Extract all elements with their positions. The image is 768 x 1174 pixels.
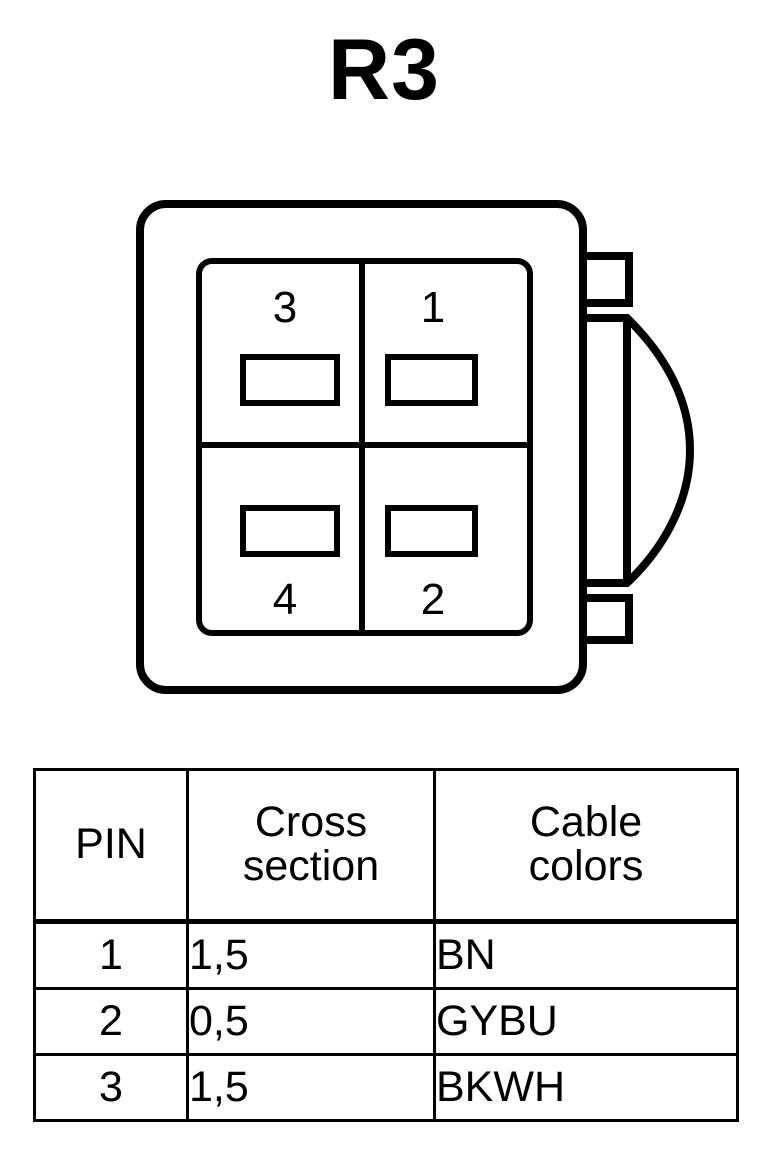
cell-pin: 3: [33, 1053, 189, 1122]
cell-cable-colors: GYBU: [433, 987, 739, 1056]
cell-cable-colors: BN: [433, 920, 739, 990]
header-pin: PIN: [33, 768, 189, 924]
pin-label-3: 3: [273, 283, 297, 332]
connector-drawing-svg: 3 1 4 2: [136, 200, 695, 694]
page-title: R3: [328, 22, 440, 118]
cavity-slot-4: [240, 505, 340, 557]
cavity-slot-2: [385, 505, 478, 557]
pin-assignment-table: PIN Cross section Cable colors 1 1,5 BN …: [33, 768, 739, 1122]
cell-cross-section: 1,5: [186, 920, 436, 990]
lower-tab: [579, 594, 633, 644]
pin-label-2: 2: [421, 575, 445, 624]
connector-diagram: 3 1 4 2: [0, 180, 768, 720]
table-row: 3 1,5 BKWH: [33, 1053, 739, 1122]
upper-tab: [579, 252, 633, 307]
cell-cable-colors: BKWH: [433, 1053, 739, 1122]
pin-label-4: 4: [273, 575, 297, 624]
table-row: 1 1,5 BN: [33, 920, 739, 990]
cell-pin: 2: [33, 987, 189, 1056]
header-cable-colors: Cable colors: [433, 768, 739, 924]
table-header-row: PIN Cross section Cable colors: [33, 768, 739, 924]
cell-cross-section: 0,5: [186, 987, 436, 1056]
header-color-line1: Cable: [529, 798, 643, 847]
header-cross-section: Cross section: [186, 768, 436, 924]
cavity-slot-1: [385, 354, 478, 406]
cavity-slot-3: [240, 354, 340, 406]
cell-cross-section: 1,5: [186, 1053, 436, 1122]
cell-pin: 1: [33, 920, 189, 990]
header-cross-line2: section: [242, 842, 380, 890]
header-cross-line1: Cross: [254, 798, 368, 847]
side-latch: [579, 314, 695, 587]
header-color-line2: colors: [528, 842, 644, 890]
table-row: 2 0,5 GYBU: [33, 987, 739, 1056]
pin-label-1: 1: [421, 283, 445, 332]
